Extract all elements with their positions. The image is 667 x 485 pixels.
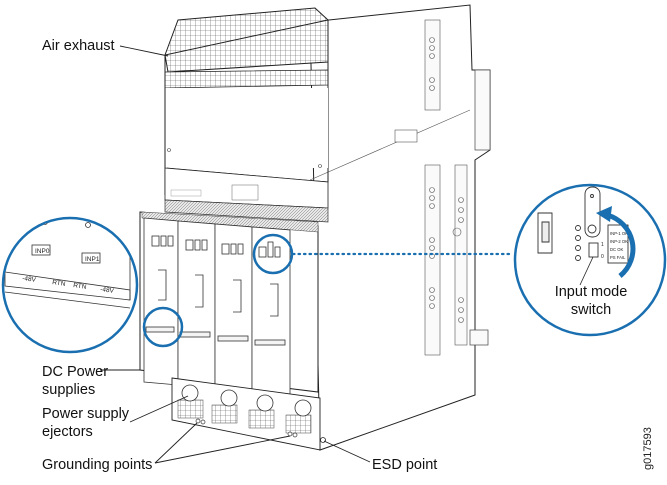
- psu-unit-2: [177, 220, 216, 389]
- input-mode-switch: [588, 242, 599, 258]
- label-plate: [164, 167, 329, 223]
- left-detail-terminal-3: RTN: [73, 282, 87, 291]
- callout-grounding-points: Grounding points: [42, 457, 153, 473]
- right-detail-magnifier: 1 0 INP-1 OK INP-2 OK DC OK PS FAIL: [513, 183, 667, 337]
- led-label-1: INP-1 OK: [610, 231, 628, 236]
- psu-unit-1: [143, 217, 179, 386]
- callout-air-exhaust: Air exhaust: [42, 38, 115, 54]
- rotation-arrow-icon: [606, 212, 636, 278]
- callout-leaders: [100, 45, 371, 464]
- led-label-3: DC OK: [610, 247, 623, 252]
- grounding-points: [195, 418, 298, 438]
- left-detail-magnifier: INP0 INP1 -48V RTN RTN -48V: [1, 216, 139, 354]
- led-label-2: INP-2 OK: [610, 239, 628, 244]
- left-detail-terminal-2: RTN: [52, 279, 66, 288]
- figure-id: g017593: [642, 427, 654, 470]
- callout-input-mode-switch: Input mode switch: [554, 284, 628, 318]
- switch-position-1: 1: [601, 242, 604, 248]
- rotation-arrowhead-icon: [596, 206, 612, 222]
- psu-ejectors: [181, 384, 312, 417]
- psu-unit-4: [251, 226, 291, 395]
- left-detail-label-inp1: INP1: [85, 256, 100, 263]
- led-label-4: PS FAIL: [610, 255, 626, 260]
- detail-marker-left: [142, 306, 184, 348]
- chassis-side: [309, 4, 491, 451]
- left-detail-terminal-4: -48V: [100, 286, 115, 295]
- psu-unit-3: [214, 223, 253, 392]
- switch-position-0: 0: [601, 254, 604, 260]
- air-exhaust-grille: [164, 7, 329, 195]
- callout-esd-point: ESD point: [372, 457, 438, 473]
- left-detail-terminal-1: -48V: [22, 275, 37, 284]
- left-detail-label-inp0: INP0: [35, 248, 50, 255]
- input-mode-switch-leader: [579, 256, 594, 286]
- callout-dc-power-supplies: DC Power supplies: [42, 364, 109, 398]
- callout-power-supply-ejectors: Power supply ejectors: [42, 406, 130, 440]
